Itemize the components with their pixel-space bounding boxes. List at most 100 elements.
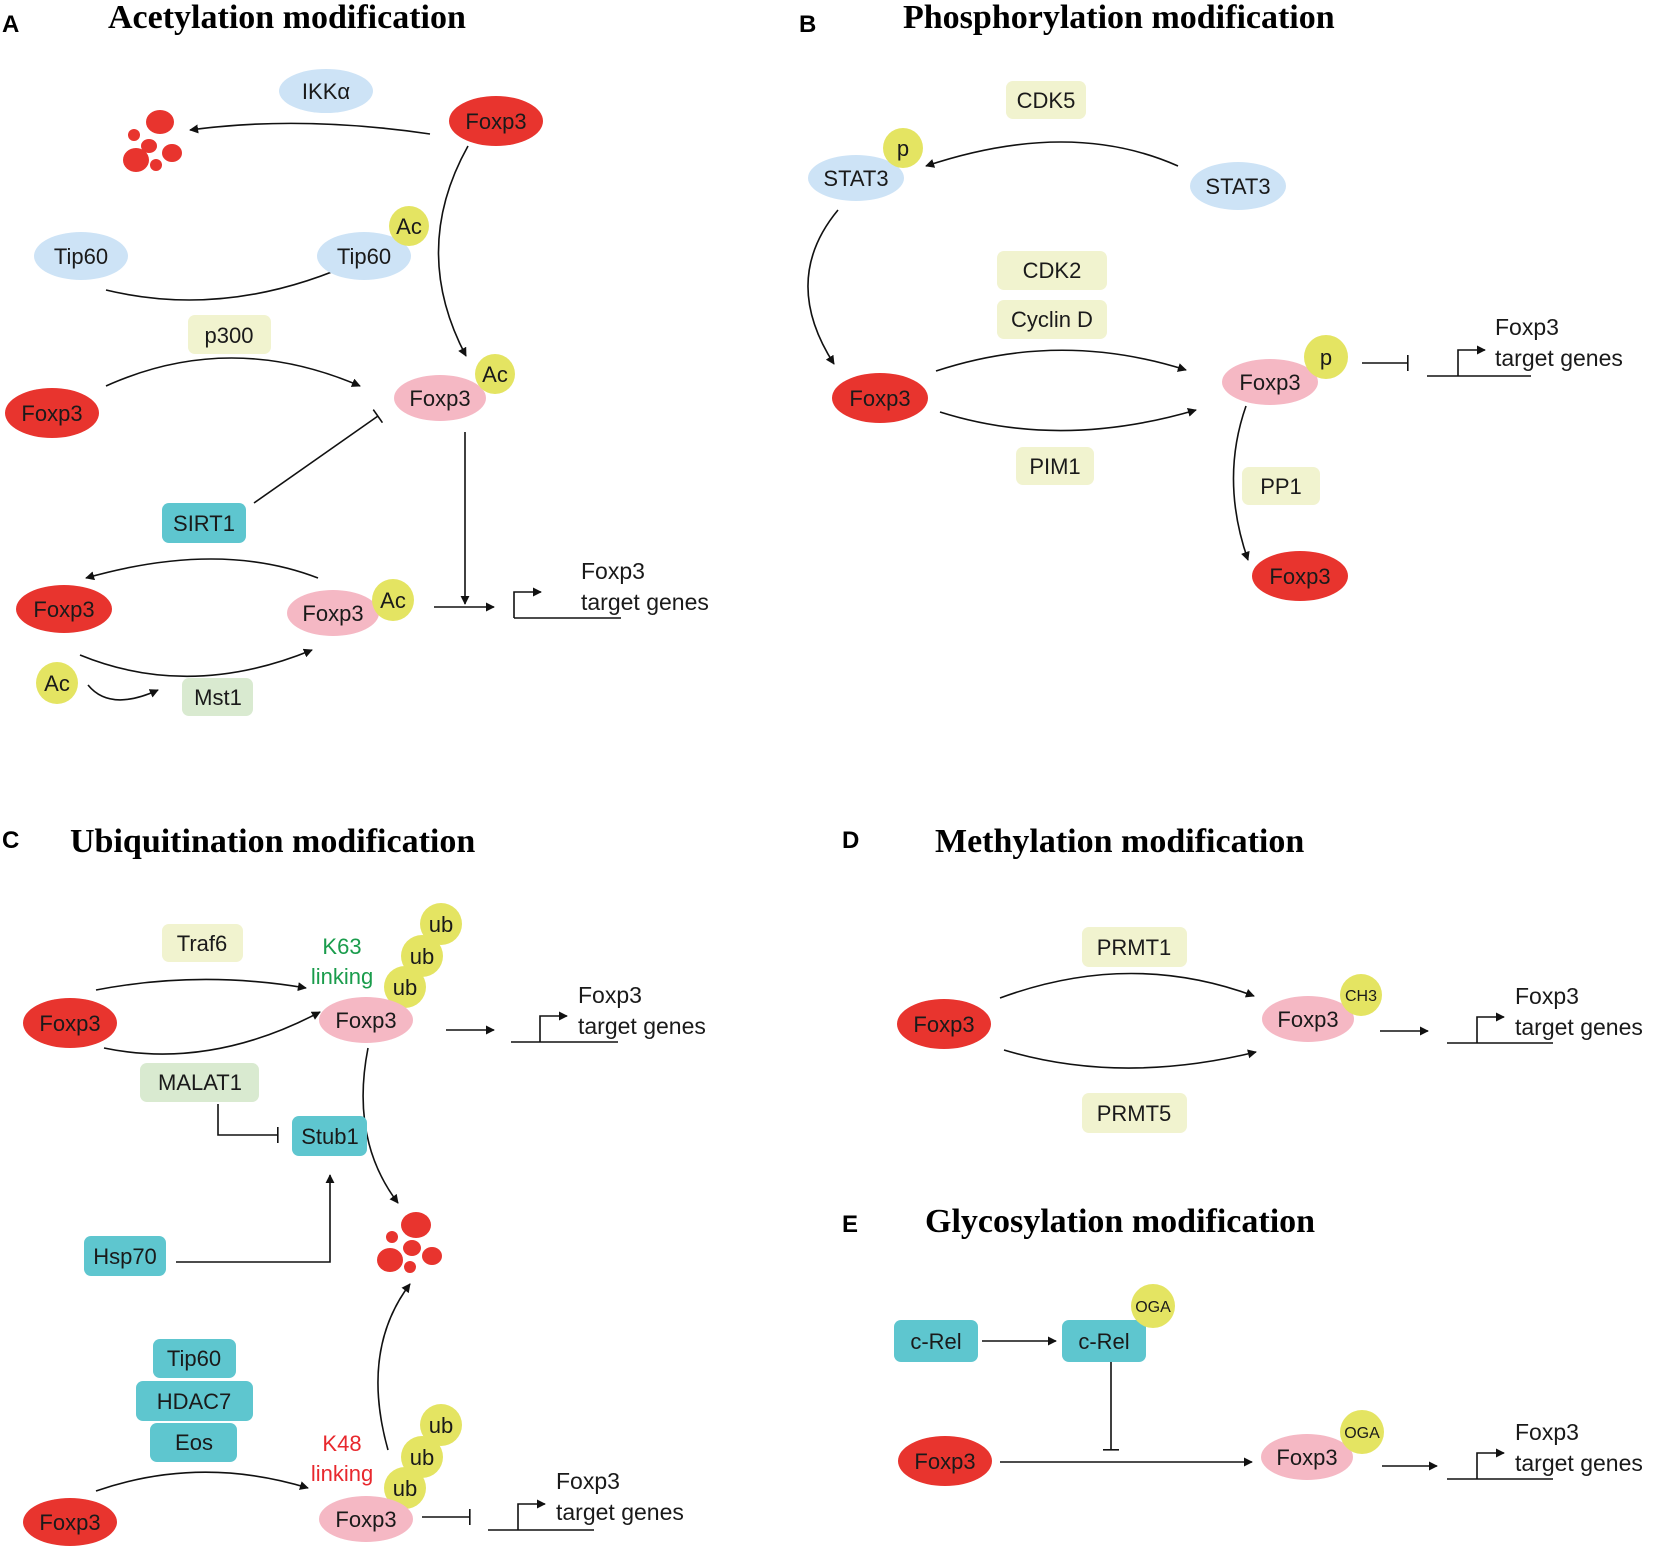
target-label-line2: target genes <box>578 1013 706 1039</box>
foxp3-label: Foxp3 <box>21 401 82 426</box>
tip60-acetylated-node: Tip60 Ac <box>317 206 429 280</box>
foxp3-shape <box>319 1496 413 1542</box>
hdac7-label: HDAC7 <box>157 1389 232 1414</box>
foxp3-acetylated-node: Foxp3 Ac <box>287 579 414 636</box>
foxp3-node-red: Foxp3 <box>23 1498 117 1546</box>
panel-a-nodes: IKKα Foxp3 Tip60 Tip60 Ac p300 Foxp3 Fox… <box>5 69 709 716</box>
foxp3-node-red: Foxp3 <box>832 373 928 423</box>
panel-letter-e: E <box>842 1211 858 1238</box>
panel-headers: A Acetylation modification B Phosphoryla… <box>2 0 1335 1240</box>
traf6-box: Traf6 <box>162 924 243 962</box>
foxp3-node-red: Foxp3 <box>1252 551 1348 601</box>
foxp3-glycosylated-node: Foxp3 OGA <box>1261 1410 1384 1480</box>
tip60-shape <box>317 232 411 280</box>
target-label-line1: Foxp3 <box>1515 1419 1579 1445</box>
cdk2-shape <box>997 251 1107 290</box>
foxp3-ubiquitinated-k48-node: Foxp3 <box>319 1496 413 1542</box>
cdk5-label: CDK5 <box>1017 88 1076 113</box>
crel-shape <box>1062 1320 1146 1362</box>
arrow-c-k48-ubiquitination <box>95 1471 309 1492</box>
oga-label: OGA <box>1135 1299 1171 1316</box>
arrow-a-foxp3-to-degradation <box>189 122 431 135</box>
p-badge <box>1304 335 1348 379</box>
hsp70-box: Hsp70 <box>84 1236 166 1276</box>
arrow-b-cdk2-phosphorylation <box>935 349 1187 372</box>
degradation-fragments-a <box>123 110 182 172</box>
foxp3-label: Foxp3 <box>1239 370 1300 395</box>
hdac7-shape <box>136 1381 253 1421</box>
oga-label: OGA <box>1344 1425 1380 1442</box>
cdk2-box: CDK2 <box>997 251 1107 290</box>
fragment-dot <box>128 129 140 141</box>
ub-badge <box>420 1404 462 1446</box>
foxp3-shape <box>287 590 379 636</box>
foxp3-shape <box>5 388 99 438</box>
foxp3-label: Foxp3 <box>409 386 470 411</box>
fragment-dot <box>123 148 149 172</box>
foxp3-shape <box>898 1436 992 1486</box>
sirt1-shape <box>162 503 246 543</box>
malat1-label: MALAT1 <box>158 1070 242 1095</box>
fragment-dot <box>422 1247 442 1265</box>
eos-box: Eos <box>150 1423 237 1462</box>
panel-letter-b: B <box>799 11 816 38</box>
promoter-c-bottom <box>517 1499 546 1530</box>
traf6-label: Traf6 <box>177 931 228 956</box>
target-label-line1: Foxp3 <box>581 558 645 584</box>
prmt5-shape <box>1082 1093 1187 1133</box>
panel-title-b: Phosphorylation modification <box>903 0 1335 36</box>
prmt1-shape <box>1082 927 1187 967</box>
panel-title-c: Ubiquitination modification <box>70 823 475 860</box>
arrow-d-prmt5-methylation <box>1003 1049 1257 1069</box>
p-label: p <box>897 136 909 161</box>
target-genes-e: Foxp3 target genes <box>1515 1419 1643 1476</box>
foxp3-label: Foxp3 <box>33 597 94 622</box>
pim1-shape <box>1016 447 1094 485</box>
p300-label: p300 <box>205 323 254 348</box>
arrow-c-hsp70-stub1 <box>176 1174 335 1263</box>
ub-badge <box>401 1436 443 1478</box>
ac-label: Ac <box>482 362 508 387</box>
foxp3-label: Foxp3 <box>1269 564 1330 589</box>
ub-label: ub <box>393 1476 417 1501</box>
fragment-dot <box>386 1231 398 1243</box>
foxp3-shape <box>1262 996 1354 1042</box>
fragment-dot <box>401 1212 431 1238</box>
malat1-box: MALAT1 <box>140 1063 259 1102</box>
cyclind-shape <box>997 300 1107 339</box>
foxp3-label: Foxp3 <box>914 1449 975 1474</box>
stat3-node: STAT3 <box>1190 162 1286 210</box>
target-genes-c-bottom: Foxp3 target genes <box>556 1468 684 1525</box>
oga-badge <box>1131 1284 1175 1328</box>
mst1-shape <box>182 678 253 716</box>
k63-line1: K63 <box>322 934 361 959</box>
target-label-line1: Foxp3 <box>578 982 642 1008</box>
p300-box: p300 <box>188 315 271 354</box>
target-genes-b: Foxp3 target genes <box>1495 314 1623 371</box>
foxp3-label: Foxp3 <box>913 1012 974 1037</box>
foxp3-node-red: Foxp3 <box>898 1436 992 1486</box>
tip60-node: Tip60 <box>34 232 128 280</box>
tip60-label: Tip60 <box>337 244 391 269</box>
fragment-dot <box>150 159 162 171</box>
promoter-d <box>1476 1012 1505 1043</box>
eos-label: Eos <box>175 1430 213 1455</box>
stat3-shape <box>1190 162 1286 210</box>
k48-line2: linking <box>311 1461 373 1486</box>
cdk5-box: CDK5 <box>1006 81 1086 119</box>
k48-linking-label: K48 linking <box>311 1431 373 1486</box>
panel-c-nodes: Traf6 K63 linking ub ub ub Foxp3 Foxp3 F… <box>23 903 706 1546</box>
ikka-node: IKKα <box>279 69 373 113</box>
prmt5-box: PRMT5 <box>1082 1093 1187 1133</box>
foxp3-methylated-node: Foxp3 CH3 <box>1262 974 1382 1042</box>
ac-badge <box>389 206 429 246</box>
fragment-dot <box>141 139 157 153</box>
target-label-line1: Foxp3 <box>1495 314 1559 340</box>
arrow-c-to-foxp3-k63 <box>103 1011 321 1055</box>
crel-label: c-Rel <box>910 1329 961 1354</box>
foxp3-label: Foxp3 <box>39 1510 100 1535</box>
promoter-c-top <box>539 1011 568 1042</box>
fragment-dot <box>162 144 182 162</box>
ch3-label: CH3 <box>1345 988 1377 1005</box>
cdk5-shape <box>1006 81 1086 119</box>
